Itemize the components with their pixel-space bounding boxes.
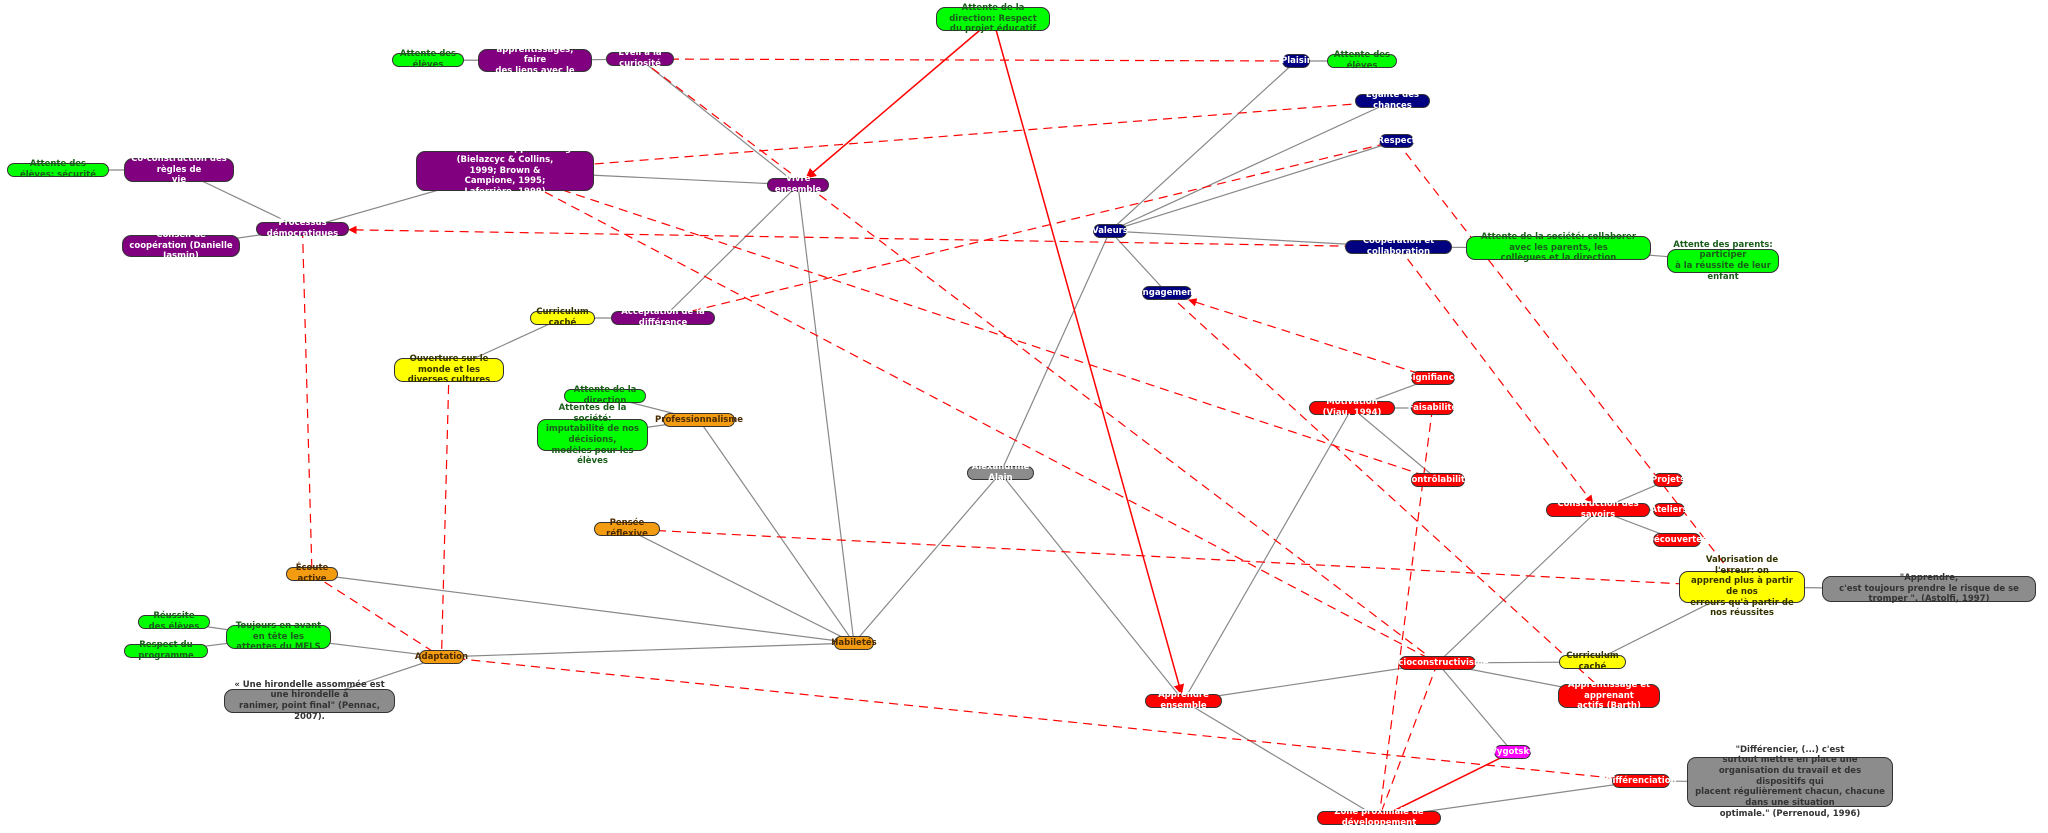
- node-adaptation[interactable]: Adaptation: [415, 650, 468, 664]
- node-apprendre-ensemble[interactable]: Apprendre ensemble: [1145, 690, 1222, 711]
- node-engagement[interactable]: Engagement: [1137, 286, 1197, 300]
- node-attente-direction[interactable]: Attente de la direction: [564, 385, 646, 406]
- edge-ouverture-adaptation: [440, 369, 450, 658]
- node-curriculum-cache-1[interactable]: Curriculum caché: [530, 307, 595, 328]
- edge-eveil-plaisir: [639, 58, 1297, 62]
- node-attente-eleves-2[interactable]: Attente des élèves: [1327, 50, 1397, 71]
- edge-habiletes-professionnalisme: [698, 419, 855, 644]
- node-socioconstructivisme[interactable]: Socioconstructivisme: [1386, 656, 1489, 670]
- edge-communaute-egalite: [504, 100, 1393, 172]
- node-vygotsky[interactable]: Vygotsky: [1490, 745, 1535, 759]
- edge-cooperation-construction: [1398, 246, 1594, 504]
- edge-valeurs-plaisir: [1109, 60, 1297, 232]
- node-attente-parents[interactable]: Attente des parents: participer à la réu…: [1667, 240, 1779, 282]
- node-differenciation[interactable]: Différenciation: [1605, 774, 1677, 788]
- node-attente-eleves-securite[interactable]: Attente des élèves: sécurité: [7, 159, 109, 180]
- node-curriculum-cache-2[interactable]: Curriculum caché: [1559, 651, 1626, 672]
- node-quote-astolfi[interactable]: "Apprendre, c'est toujours prendre le ri…: [1822, 573, 2036, 604]
- edge-socioconstructivisme-zone: [1378, 662, 1439, 819]
- node-plaisir[interactable]: Plaisir: [1281, 54, 1311, 68]
- node-valorisation-erreur[interactable]: Valorisation de l'erreur: on apprend plu…: [1679, 555, 1805, 618]
- node-attente-societe-collaborer[interactable]: Attente de la société: collaborer avec l…: [1466, 232, 1651, 263]
- edge-habiletes-adaptation: [441, 642, 855, 658]
- node-conseil-cooperation[interactable]: Conseil de coopération (Danielle Jasmin): [122, 230, 240, 261]
- node-controlabilite[interactable]: Contrôlabilité: [1405, 473, 1471, 487]
- node-communaute-apprentissage[interactable]: Communauté d'apprentissage (Bielazcyc & …: [416, 144, 594, 197]
- edge-communaute-socioconstructivisme: [504, 170, 1438, 664]
- edge-valeurs-engagement: [1109, 230, 1168, 294]
- edge-habiletes-ecoute: [311, 573, 855, 644]
- edge-processus-ecoute: [301, 228, 313, 575]
- edge-apprendre_ensemble-zone: [1183, 700, 1380, 819]
- node-motivation[interactable]: Motivation (Viau, 1994): [1309, 397, 1395, 418]
- node-ouverture-monde[interactable]: Ouverture sur le monde et les diverses c…: [394, 354, 504, 385]
- node-apprentissage-actifs[interactable]: Apprentissage et apprenant actifs (Barth…: [1558, 680, 1660, 711]
- edge-adaptation-differenciation: [441, 656, 1642, 782]
- node-egalite-chances[interactable]: Égalité des chances: [1355, 90, 1430, 111]
- edge-zone-vygotsky: [1378, 751, 1513, 819]
- edge-attente_direction_respect-vivre_ensemble: [805, 18, 994, 179]
- node-habiletes[interactable]: Habiletés: [831, 636, 877, 650]
- edge-vivre_ensemble-habiletes: [797, 184, 855, 644]
- node-pensee-reflexive[interactable]: Pensée réflexive: [594, 518, 660, 539]
- node-processus-democratiques[interactable]: Processus démocratiques: [256, 218, 349, 239]
- node-ateliers[interactable]: Ateliers: [1650, 503, 1688, 517]
- node-professionnalisme[interactable]: Professionnalisme: [655, 413, 743, 427]
- node-eveil-curiosite[interactable]: Éveil à la curiosité: [606, 48, 674, 69]
- edge-socioconstructivisme-vygotsky: [1437, 662, 1513, 753]
- node-respect[interactable]: Respect: [1377, 134, 1416, 148]
- node-situer-apprentissages[interactable]: Situer les apprentissages, faire des lie…: [478, 34, 592, 86]
- edge-alexandrine-habiletes: [853, 472, 1001, 644]
- edge-habiletes-pensee: [626, 528, 855, 644]
- node-reussite-eleves[interactable]: Réussite des élèves: [138, 611, 210, 632]
- edge-valeurs-egalite: [1109, 100, 1393, 232]
- node-vivre-ensemble[interactable]: Vivre ensemble: [767, 174, 829, 195]
- node-ecoute-active[interactable]: Écoute active: [286, 563, 338, 584]
- edge-cooperation-processus: [348, 225, 1399, 248]
- node-attentes-mels[interactable]: Toujours en avant en tête les attentes d…: [226, 621, 331, 652]
- node-zone-proximale[interactable]: Zone proximale de développement: [1317, 807, 1441, 828]
- node-attente-direction-respect[interactable]: Attente de la direction: Respect du proj…: [936, 3, 1050, 34]
- node-projets[interactable]: Projets: [1651, 473, 1685, 487]
- edge-vivre_ensemble-acceptation: [662, 184, 799, 319]
- node-acceptation-difference[interactable]: Acceptation de la différence: [611, 307, 715, 328]
- node-quote-perrenoud[interactable]: "Différencier, (...) c'est surtout mettr…: [1687, 745, 1893, 819]
- edge-alexandrine-valeurs: [999, 230, 1111, 474]
- edge-attente_direction_respect-apprendre_ensemble: [992, 18, 1185, 696]
- node-valeurs[interactable]: Valeurs: [1092, 224, 1128, 238]
- edge-eveil-socioconstructivisme: [639, 58, 1438, 664]
- node-coconstruction-regles[interactable]: Co-construction des règles de vie: [124, 154, 234, 185]
- node-cooperation-collaboration[interactable]: Coopération et collaboration: [1345, 236, 1452, 257]
- node-signifiance[interactable]: Signifiance: [1407, 371, 1460, 385]
- edge-signifiance-engagement: [1188, 298, 1434, 379]
- edge-socioconstructivisme-construction: [1437, 509, 1599, 664]
- edge-apprendre_ensemble-motivation: [1182, 407, 1353, 702]
- edge-valeurs-respect: [1109, 140, 1397, 232]
- node-attentes-societe-imputabilite[interactable]: Attentes de la société: imputabilité de …: [537, 403, 648, 466]
- node-construction-savoirs[interactable]: Construction des savoirs: [1546, 499, 1650, 520]
- node-alexandrine-alain-root[interactable]: Alexandrine Alain: [967, 462, 1034, 483]
- edge-vivre_ensemble-eveil: [639, 58, 799, 186]
- edge-ecoute-adaptation: [311, 573, 442, 658]
- node-attente-eleves-1[interactable]: Attente des élèves: [392, 49, 464, 70]
- edge-engagement-apprentissage_actifs: [1166, 292, 1610, 697]
- node-respect-programme[interactable]: Respect du programme: [124, 640, 208, 661]
- edge-alexandrine-apprendre_ensemble: [1000, 472, 1184, 702]
- edge-pensee-valorisation: [626, 528, 1743, 588]
- edge-motivation-controlabilite: [1351, 407, 1439, 481]
- node-quote-pennac[interactable]: « Une hirondelle assommée est une hirond…: [224, 680, 395, 722]
- node-faisabilite[interactable]: Faisabilité: [1408, 401, 1457, 415]
- node-decouvertes[interactable]: Découvertes: [1647, 533, 1707, 547]
- edge-acceptation-respect: [662, 140, 1397, 319]
- edge-apprendre_ensemble-socioconstructivisme: [1183, 662, 1438, 702]
